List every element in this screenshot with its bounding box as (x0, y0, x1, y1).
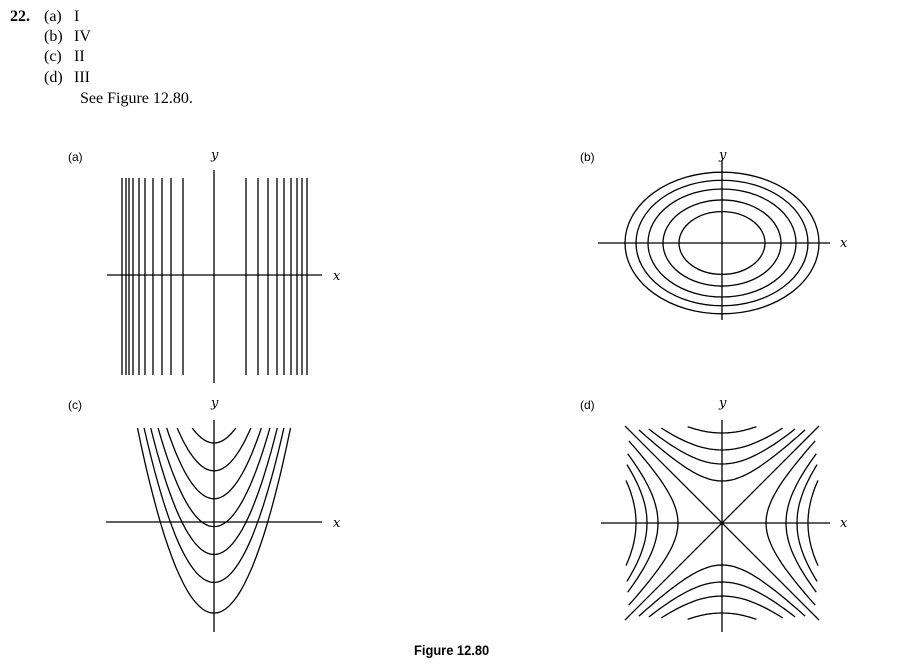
contour-ellipse (678, 210, 766, 276)
contour-hyperbola (625, 480, 637, 566)
contour-hyperbola (785, 453, 817, 593)
panel-label-c: (c) (68, 398, 82, 412)
contour-hyperbola (807, 480, 819, 566)
contour-parabola (191, 427, 237, 444)
contour-ellipse (635, 179, 809, 307)
contour-hyperbola (627, 453, 659, 593)
contour-hyperbola (628, 440, 679, 606)
panel-label-d: (d) (580, 398, 595, 412)
contour-parabola (143, 427, 285, 584)
see-figure-text: See Figure 12.80. (80, 90, 193, 107)
contour-ellipse (662, 199, 782, 287)
contour-ellipse (624, 171, 820, 315)
problem-number: 22. (10, 8, 30, 25)
y-axis-label: y (718, 396, 727, 411)
x-axis-label: x (333, 516, 341, 531)
x-axis-label: x (333, 269, 341, 284)
answer-c: (c) II (44, 48, 85, 66)
asymptote-contour (624, 425, 820, 621)
y-axis-label: y (718, 148, 727, 163)
answer-value: II (74, 48, 85, 65)
answer-value: IV (74, 28, 91, 45)
y-axis-label: y (210, 148, 219, 163)
answer-label: (a) (44, 8, 62, 25)
answer-label: (c) (44, 48, 62, 65)
answer-d: (d) III (44, 69, 90, 87)
panel-label-b: (b) (580, 150, 595, 164)
figure-caption: Figure 12.80 (414, 642, 490, 658)
contour-parabola (136, 427, 292, 614)
contour-parabola (150, 427, 278, 556)
contour-hyperbola (648, 581, 796, 618)
answer-b: (b) IV (44, 28, 91, 46)
x-axis-label: x (840, 516, 848, 531)
contour-hyperbola (687, 426, 757, 434)
answer-label: (b) (44, 28, 63, 45)
contour-hyperbola (626, 464, 648, 582)
contour-hyperbola (687, 612, 757, 620)
panel-label-a: (a) (68, 150, 83, 164)
x-axis-label: x (840, 236, 848, 251)
answer-value: III (74, 69, 90, 86)
contour-parabola (157, 427, 271, 528)
contour-hyperbola (765, 440, 816, 606)
answer-a: (a) I (44, 8, 79, 26)
contour-parabola (176, 427, 252, 472)
answer-label: (d) (44, 69, 63, 86)
contour-hyperbola (638, 429, 806, 482)
contour-hyperbola (638, 564, 806, 617)
contour-hyperbola (648, 428, 796, 465)
contour-hyperbola (660, 427, 784, 451)
contour-parabola (166, 427, 262, 500)
answer-value: I (74, 8, 80, 25)
contour-hyperbola (660, 595, 784, 619)
y-axis-label: y (210, 396, 219, 411)
contour-hyperbola (796, 464, 818, 582)
contour-ellipse (647, 188, 797, 298)
